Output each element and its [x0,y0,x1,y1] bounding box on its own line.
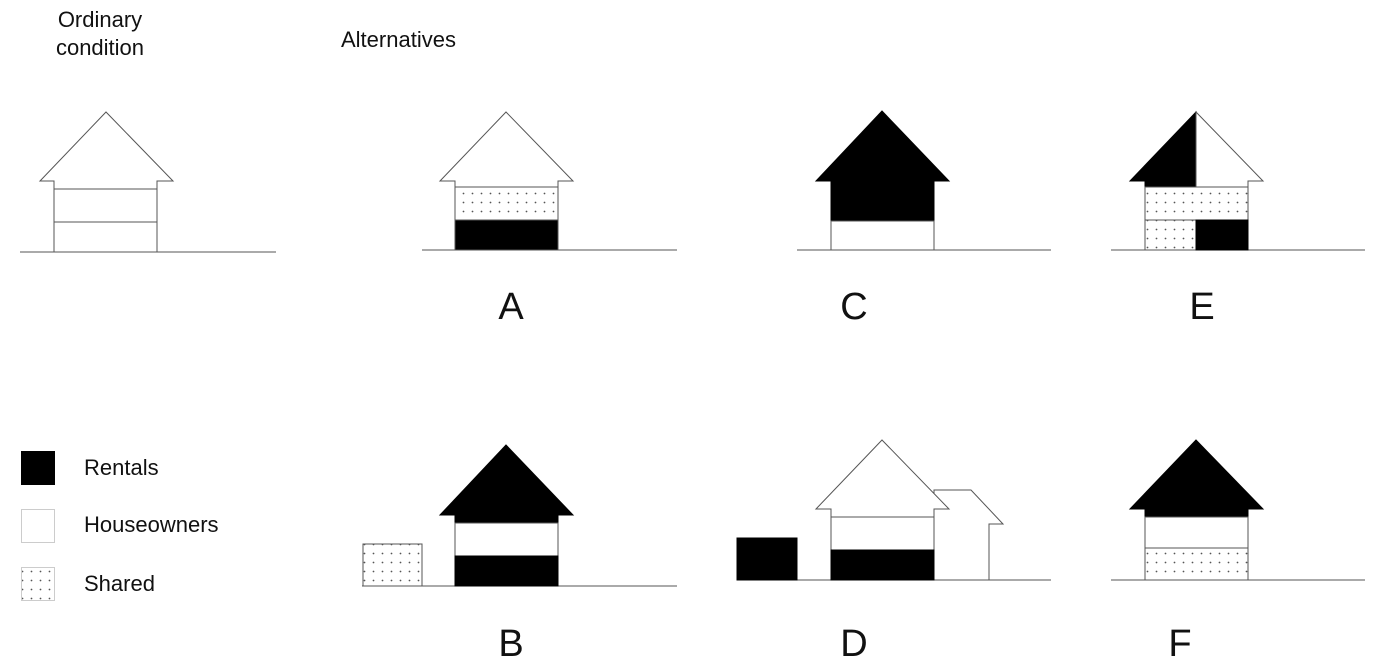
house-ordinary [20,112,276,252]
label-d: D [824,624,884,664]
legend-label-shared: Shared [84,571,155,597]
house-alternative-c [797,111,1051,250]
house-alternative-d [737,440,1051,580]
house-alternative-f [1111,440,1365,580]
label-a: A [481,287,541,327]
house-alternative-a [422,112,677,250]
house-alternative-e [1111,112,1365,250]
legend-label-houseowners: Houseowners [84,512,219,538]
label-b: B [481,624,541,664]
house-alternative-b [362,445,677,586]
label-c: C [824,287,884,327]
legend-swatch-shared [22,568,55,601]
legend-swatch-rentals [21,451,55,485]
label-f: F [1150,624,1210,664]
label-e: E [1172,287,1232,327]
legend-label-rentals: Rentals [84,455,159,481]
legend-swatch-houseowners [22,510,55,543]
